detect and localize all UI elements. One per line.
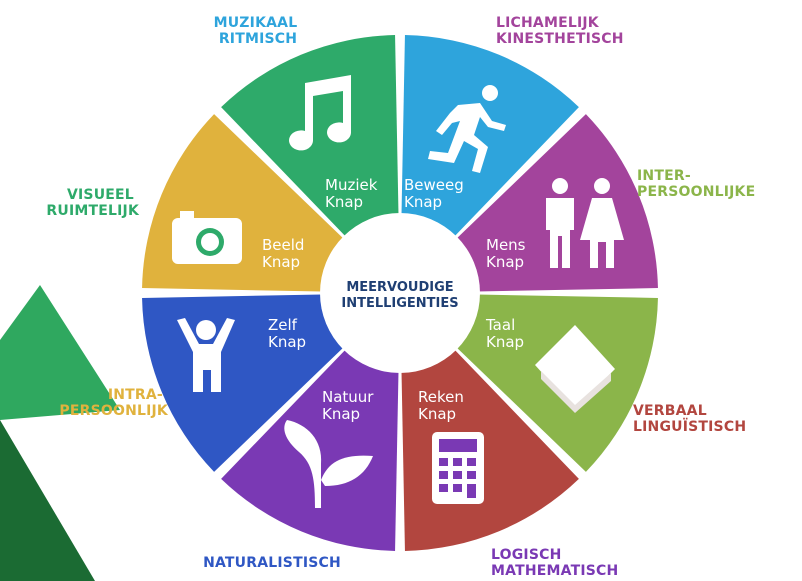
camera-icon [172, 211, 242, 264]
segment-label-line2: Knap [322, 405, 360, 423]
book-icon [535, 325, 615, 413]
segment-label-line2: Knap [486, 253, 524, 271]
running-person-icon [428, 85, 506, 173]
segment-label-line1: Zelf [268, 316, 298, 334]
outer-label-visueel: VISUEEL RUIMTELIJK [46, 187, 140, 219]
man-woman-icon [546, 178, 624, 268]
outer-label-naturalistisch: NATURALISTISCH [203, 555, 341, 571]
segment-label-line1: Muziek [325, 176, 378, 194]
music-note-icon [289, 75, 351, 151]
outer-label-line: NATURALISTISCH [203, 555, 341, 571]
outer-label-verbaal: VERBAAL LINGUÏSTISCH [633, 403, 746, 435]
outer-label-line: INTER- [637, 168, 691, 184]
decorative-green-triangle-light [0, 285, 120, 420]
outer-label-line: LICHAMELIJK [496, 15, 600, 31]
outer-label-line: MATHEMATISCH [491, 563, 618, 579]
outer-label-muzikaal: MUZIKAAL RITMISCH [214, 15, 303, 47]
outer-label-line: PERSOONLIJKE [637, 184, 755, 200]
outer-label-line: PERSOONLIJK [59, 403, 169, 419]
outer-label-logisch: LOGISCH MATHEMATISCH [491, 547, 618, 579]
outer-label-line: RUIMTELIJK [46, 203, 140, 219]
center-title-line1: MEERVOUDIGE [346, 280, 453, 295]
outer-label-line: INTRA- [108, 387, 163, 403]
outer-label-line: LINGUÏSTISCH [633, 418, 746, 435]
segment-label-line2: Knap [418, 405, 456, 423]
outer-label-interpersoonlijke: INTER- PERSOONLIJKE [637, 168, 755, 200]
segment-label-line2: Knap [268, 333, 306, 351]
center-title-line2: INTELLIGENTIES [341, 296, 458, 311]
outer-label-line: VISUEEL [67, 187, 134, 203]
decorative-green-triangle-dark [0, 420, 95, 581]
outer-label-intrapersoonlijk: INTRA- PERSOONLIJK [59, 387, 169, 419]
outer-label-line: VERBAAL [633, 403, 707, 419]
outer-labels: MUZIKAAL RITMISCH LICHAMELIJK KINESTHETI… [46, 15, 755, 579]
segment-label-line1: Taal [485, 316, 515, 334]
person-arms-up-icon [177, 318, 235, 392]
segment-label-line1: Reken [418, 388, 464, 406]
segment-label-line2: Knap [404, 193, 442, 211]
leaf-plant-icon [284, 420, 373, 508]
segment-label-line1: Beweeg [404, 176, 464, 194]
wheel-icons [172, 75, 624, 508]
segment-label-line2: Knap [486, 333, 524, 351]
outer-label-line: KINESTHETISCH [496, 31, 624, 47]
segment-label-line2: Knap [262, 253, 300, 271]
outer-label-line: LOGISCH [491, 547, 562, 563]
segment-label-line1: Mens [486, 236, 526, 254]
segment-label-line1: Natuur [322, 388, 374, 406]
outer-label-line: MUZIKAAL [214, 15, 298, 31]
segment-label-line2: Knap [325, 193, 363, 211]
outer-label-line: RITMISCH [219, 31, 297, 47]
center-circle [320, 213, 480, 373]
calculator-icon [432, 432, 484, 504]
segment-label-line1: Beeld [262, 236, 304, 254]
outer-label-lichamelijk: LICHAMELIJK KINESTHETISCH [496, 15, 624, 47]
